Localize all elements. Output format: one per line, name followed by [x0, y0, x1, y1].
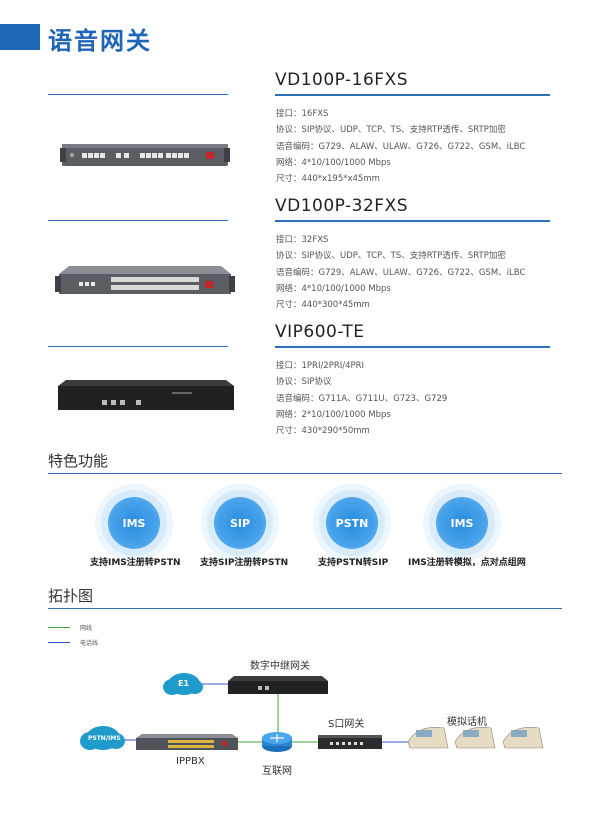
image-divider [48, 94, 228, 95]
topology-section-title: 拓扑图 [48, 587, 94, 605]
router-icon [262, 732, 292, 752]
pstn-ims-label: PSTN/IMS [88, 735, 121, 742]
s-gateway-device-icon [318, 735, 382, 749]
trunk-gateway-label: 数字中继网关 [250, 661, 310, 672]
legend-label: 电话线 [80, 640, 99, 647]
feature-label: 支持SIP注册转PSTN [200, 558, 289, 568]
sip-feature-icon: SIP [214, 497, 266, 549]
product-name-vd100p-16fxs: VD100P-16FXS [275, 70, 409, 90]
product-name-vd100p-32fxs: VD100P-32FXS [275, 196, 409, 216]
page-title: 语音网关 [48, 27, 152, 55]
topology-divider [48, 608, 562, 609]
s-gateway-label: S口网关 [328, 719, 365, 730]
analog-phone-label: 模拟话机 [447, 717, 487, 728]
features-section-title: 特色功能 [48, 452, 109, 470]
vip600-te-device-image [58, 380, 234, 410]
ippbx-device-icon [136, 734, 238, 750]
features-divider [48, 473, 562, 474]
image-divider [48, 346, 228, 347]
phone-line-legend-line [48, 642, 70, 643]
analog-phone-icon [454, 727, 496, 749]
product-specs: 接口：32FXS 协议：SIP协议、UDP、TCP、TS、支持RTP透传、SRT… [276, 235, 526, 311]
ippbx-label: IPPBX [176, 756, 205, 767]
product-specs: 接口：1PRI/2PRI/4PRI 协议：SIP协议 语音编码：G711A、G7… [276, 361, 448, 437]
topology-diagram [80, 673, 544, 752]
ims-feature-icon: IMS [436, 497, 488, 549]
internet-label: 互联网 [262, 766, 292, 777]
pstn-feature-icon: PSTN [326, 497, 378, 549]
feature-label: 支持IMS注册转PSTN [90, 558, 181, 568]
vd100p-16fxs-device-image [60, 144, 230, 166]
feature-label: 支持PSTN转SIP [318, 558, 389, 568]
product-name-vip600-te: VIP600-TE [275, 322, 365, 342]
feature-label: IMS注册转模拟，点对点组网 [408, 558, 526, 568]
product-divider [275, 346, 550, 348]
product-specs: 接口：16FXS 协议：SIP协议、UDP、TCP、TS、支持RTP透传、SRT… [276, 109, 526, 185]
pstn-ims-cloud-icon [80, 726, 125, 750]
legend-label: 网线 [80, 625, 93, 632]
product-divider [275, 94, 550, 96]
header-accent-bar [0, 24, 40, 50]
analog-phone-icon [502, 727, 544, 749]
trunk-gateway-device-icon [228, 676, 328, 694]
ims-feature-icon: IMS [108, 497, 160, 549]
network-cable-legend-line [48, 627, 70, 628]
e1-label: E1 [178, 679, 190, 688]
analog-phone-icon [407, 727, 449, 749]
image-divider [48, 220, 228, 221]
vd100p-32fxs-device-image [55, 266, 235, 294]
product-divider [275, 220, 550, 222]
e1-cloud-icon [163, 673, 203, 695]
